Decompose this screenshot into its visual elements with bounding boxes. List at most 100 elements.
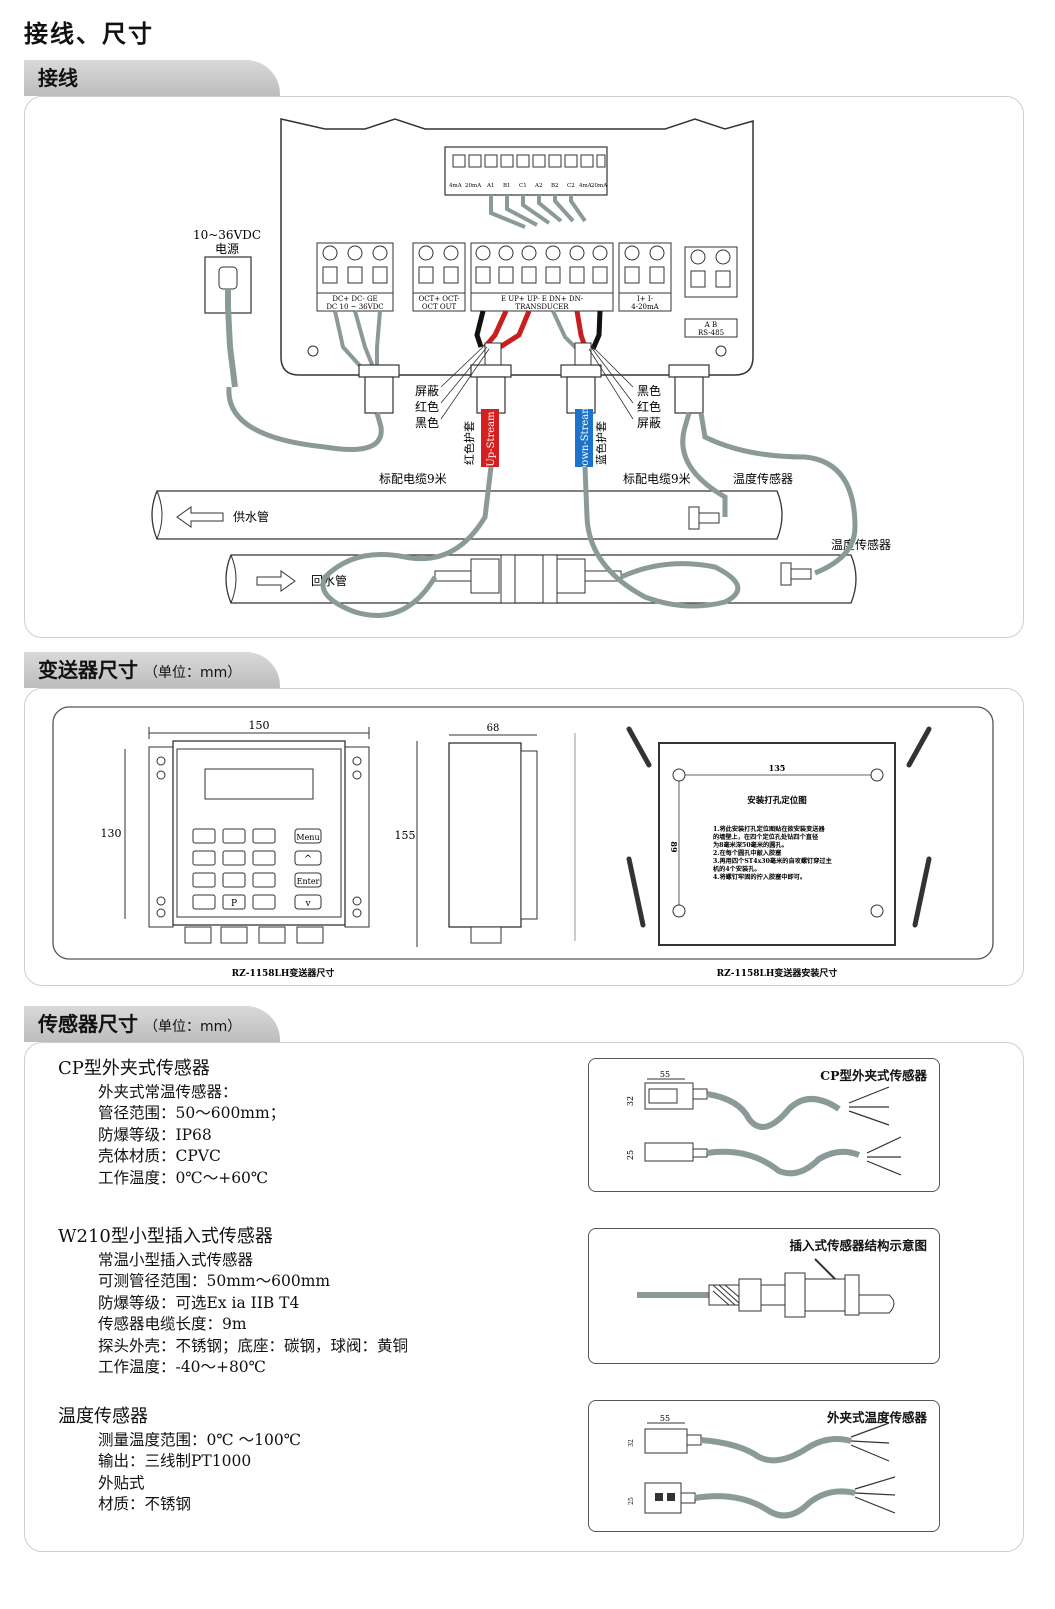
left-wire-label: 屏蔽 bbox=[415, 384, 439, 398]
dim-height-outer: 155 bbox=[395, 829, 416, 842]
cable-length-right: 标配电缆9米 bbox=[623, 472, 691, 486]
side-view: 68 bbox=[448, 723, 576, 944]
mount-note: 4.将螺钉牢固的拧入胶塞中即可。 bbox=[713, 873, 806, 881]
dim-height: 32 bbox=[626, 1096, 635, 1106]
spec-line: 防爆等级：IP68 bbox=[98, 1125, 212, 1144]
spec-title: W210型小型插入式传感器 bbox=[58, 1226, 273, 1247]
section-tab-wiring: 接线 bbox=[24, 60, 280, 96]
oct-block-label: OCT+ OCT- bbox=[418, 295, 460, 303]
return-pipe: 回水管 bbox=[225, 554, 857, 604]
wiring-diagram: 10~36VDC 电源 4mA bbox=[151, 118, 891, 618]
terminal-block-rs485: A B RS-485 bbox=[684, 246, 738, 338]
power-supply: 10~36VDC 电源 bbox=[193, 228, 261, 388]
spec-title: CP型外夹式传感器 bbox=[58, 1058, 210, 1079]
section-tab-transmitter: 变送器尺寸（单位：mm） bbox=[24, 652, 280, 688]
spec-line: 外夹式常温传感器： bbox=[98, 1082, 238, 1101]
front-view: 150 130 155 Menu ^ Enter v P bbox=[101, 719, 418, 979]
diagram-caption: CP型外夹式传感器 bbox=[820, 1068, 927, 1083]
return-pipe-label: 回水管 bbox=[311, 573, 347, 588]
up-stream-label: Up-Stream bbox=[486, 411, 497, 467]
mount-title: 安装打孔定位图 bbox=[747, 795, 807, 806]
dim-width: 150 bbox=[249, 719, 270, 732]
terminal-label: A2 bbox=[534, 183, 542, 189]
enter-key: Enter bbox=[297, 877, 320, 886]
right-wire-label: 屏蔽 bbox=[637, 416, 661, 430]
spec-line: 探头外壳：不锈钢；底座：碳钢，球阀：黄铜 bbox=[98, 1336, 409, 1355]
section-title: 接线 bbox=[38, 66, 78, 90]
spec-cp-sensor: CP型外夹式传感器 外夹式常温传感器： 管径范围：50～600mm； 防爆等级：… bbox=[58, 1058, 285, 1189]
menu-key: Menu bbox=[296, 833, 319, 842]
temp-sensor-diagram: 外夹式温度传感器 55 32 25 bbox=[588, 1400, 940, 1532]
spec-insertion-sensor: W210型小型插入式传感器 常温小型插入式传感器 可测管径范围：50mm～600… bbox=[58, 1226, 408, 1379]
terminal-label: 20mA bbox=[465, 183, 482, 189]
spec-line: 外贴式 bbox=[98, 1473, 145, 1492]
wiring-panel: 10~36VDC 电源 4mA bbox=[24, 96, 1024, 638]
right-wire-label: 红色 bbox=[637, 399, 661, 414]
terminal-label: 4mA bbox=[449, 183, 463, 189]
mounting-template: 135 89 安装打孔定位图 1.将此安装打孔定位图贴在欲安装变送器 的墙壁上，… bbox=[626, 726, 932, 979]
screw-icons bbox=[626, 726, 932, 928]
left-wire-label: 黑色 bbox=[415, 416, 439, 430]
terminal-block-4-20ma: I+ I- 4-20mA bbox=[618, 242, 672, 312]
rs485-block-label: A B bbox=[704, 321, 717, 329]
transmitter-diagram: 150 130 155 Menu ^ Enter v P bbox=[52, 706, 994, 979]
up-key-icon: ^ bbox=[304, 854, 312, 865]
supply-pipe: 供水管 bbox=[151, 490, 783, 540]
transmitter-housing: 4mA 20mA A1 B1 C1 A2 B2 C2 4mA 20mA DC+ bbox=[280, 118, 754, 376]
mount-width-dim: 135 bbox=[769, 763, 786, 773]
dim-length: 55 bbox=[660, 1070, 670, 1079]
spec-line: 壳体材质：CPVC bbox=[98, 1147, 221, 1165]
section-tab-sensor: 传感器尺寸 （单位：mm） bbox=[24, 1006, 280, 1042]
mount-note: 2.在每个圆孔中敲入胶塞 bbox=[713, 849, 782, 857]
spec-line: 输出：三线制PT1000 bbox=[98, 1452, 252, 1470]
spec-line: 工作温度：0℃～+60℃ bbox=[98, 1168, 269, 1187]
spec-line: 材质：不锈钢 bbox=[98, 1495, 192, 1513]
section-unit: （单位：mm） bbox=[144, 1019, 242, 1035]
section-title: 传感器尺寸 bbox=[38, 1012, 138, 1036]
temp-sensor-label-1: 温度传感器 bbox=[733, 471, 793, 486]
dim-height-inner: 130 bbox=[101, 827, 122, 840]
spec-line: 常温小型插入式传感器 bbox=[98, 1250, 254, 1269]
spec-line: 传感器电缆长度：9m bbox=[98, 1315, 247, 1333]
insertion-sensor-diagram: 插入式传感器结构示意图 bbox=[588, 1228, 940, 1364]
mount-note: 3.再用四个ST4x30毫米的自攻螺钉穿过主 bbox=[713, 857, 832, 865]
caption-transmitter-size: RZ-1158LH变送器尺寸 bbox=[232, 967, 335, 979]
dc-block-label: DC+ DC- GE bbox=[332, 295, 377, 303]
dc-block-sub: DC 10 ~ 36VDC bbox=[326, 303, 383, 311]
blue-sleeve bbox=[575, 409, 593, 467]
transmitter-panel: 150 130 155 Menu ^ Enter v P bbox=[24, 688, 1024, 986]
oct-block-sub: OCT OUT bbox=[422, 303, 457, 311]
blue-sleeve-label: 蓝色护套 bbox=[594, 421, 608, 465]
cable-length-left: 标配电缆9米 bbox=[379, 472, 447, 486]
transducer-block-sub: TRANSDUCER bbox=[515, 303, 569, 311]
caption-install-size: RZ-1158LH变送器安装尺寸 bbox=[717, 967, 838, 979]
mount-note: 1.将此安装打孔定位图贴在欲安装变送器 bbox=[713, 825, 825, 833]
terminal-label: C1 bbox=[519, 183, 527, 189]
terminal-label: 4mA bbox=[579, 183, 593, 189]
mount-height-dim: 89 bbox=[669, 841, 679, 853]
supply-pipe-label: 供水管 bbox=[233, 509, 269, 524]
spec-temp-sensor: 温度传感器 测量温度范围：0℃ ～100℃ 输出：三线制PT1000 外贴式 材… bbox=[58, 1406, 301, 1516]
red-sleeve bbox=[481, 409, 499, 467]
spec-line: 可测管径范围：50mm～600mm bbox=[98, 1272, 331, 1290]
terminal-label: B2 bbox=[551, 183, 559, 189]
terminal-label: A1 bbox=[486, 183, 494, 189]
ma-block-sub: 4-20mA bbox=[631, 303, 659, 311]
power-label: 电源 bbox=[215, 242, 239, 256]
red-sleeve-label: 红色护套 bbox=[462, 421, 476, 465]
cp-sensor-diagram: CP型外夹式传感器 55 32 25 bbox=[588, 1058, 940, 1192]
spec-line: 工作温度：-40～+80℃ bbox=[98, 1358, 267, 1376]
dim-height: 32 bbox=[628, 1439, 635, 1447]
terminal-label: C2 bbox=[567, 183, 575, 189]
terminal-block-oct: OCT+ OCT- OCT OUT bbox=[412, 242, 466, 312]
power-label-voltage: 10~36VDC bbox=[193, 228, 261, 242]
svg-text:4mA: 4mA bbox=[449, 183, 463, 189]
mount-note: 的墙壁上，在四个定位孔处钻四个直径 bbox=[713, 833, 819, 841]
spec-line: 测量温度范围：0℃ ～100℃ bbox=[98, 1430, 302, 1449]
temp-sensor-label-2: 温度传感器 bbox=[831, 537, 891, 552]
ma-block-label: I+ I- bbox=[637, 295, 654, 303]
right-wire-label: 黑色 bbox=[637, 384, 661, 398]
dim-height-2: 25 bbox=[626, 1150, 635, 1160]
top-terminal-strip: 4mA 20mA A1 B1 C1 A2 B2 C2 4mA 20mA bbox=[449, 154, 608, 189]
section-title: 变送器尺寸 bbox=[38, 658, 138, 682]
